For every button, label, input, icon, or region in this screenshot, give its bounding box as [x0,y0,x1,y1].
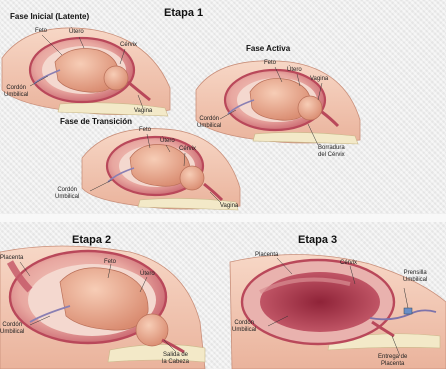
stage-3-title: Etapa 3 [298,234,337,246]
latent-vagina-label: Vagina [134,108,152,115]
stage-2-fetus-label: Feto [104,259,116,266]
latent-phase-title: Fase Inicial (Latente) [10,12,89,21]
stage-2-uterus-label: Útero [140,271,155,278]
panel-divider [0,214,446,222]
latent-fetus-label: Feto [35,28,47,35]
stage-1-panel: Etapa 1 Fase Inicial (Latente) Feto Úter… [0,0,446,214]
stage-2-3-panel: Etapa 2 Placenta Feto Útero Cordón Umbil… [0,222,446,369]
stage-2-head-exit-label: Salida de la Cabeza [162,352,189,366]
transition-uterus-label: Útero [160,138,175,145]
stage-1-title: Etapa 1 [164,7,203,19]
latent-cord-label: Cordón Umbilical [4,85,28,99]
active-cord-label: Cordón Umbilical [197,116,221,130]
stage-3-placenta-delivery-label: Entrega de Placenta [378,354,407,368]
transition-cord-label: Cordón Umbilical [55,187,79,201]
active-effacement-label: Borradura del Cérvix [318,145,345,159]
transition-cervix-label: Cérvix [179,146,196,153]
stage-2-title: Etapa 2 [72,234,111,246]
stage-1-illustrations [0,0,446,214]
stage-2-3-illustrations [0,222,446,369]
active-phase-title: Fase Activa [246,44,290,53]
active-uterus-label: Útero [287,67,302,74]
transition-phase-title: Fase de Transición [60,117,132,126]
stage-2-cord-label: Cordón Umbilical [0,322,24,336]
stage-3-cervix-label: Cérvix [340,260,357,267]
latent-phase-illustration [2,28,170,116]
latent-cervix-label: Cérvix [120,42,137,49]
active-vagina-label: Vagina [310,76,328,83]
latent-uterus-label: Útero [69,29,84,36]
transition-vagina-label: Vagina [220,203,238,210]
stage-3-placenta-label: Placenta [255,252,278,259]
active-fetus-label: Feto [264,60,276,67]
transition-fetus-label: Feto [139,127,151,134]
stage-3-cord-label: Cordón Umbilical [232,320,256,334]
stage-2-placenta-label: Placenta [0,255,23,262]
stage-3-clamp-label: Prensilla Umbilical [403,270,427,284]
